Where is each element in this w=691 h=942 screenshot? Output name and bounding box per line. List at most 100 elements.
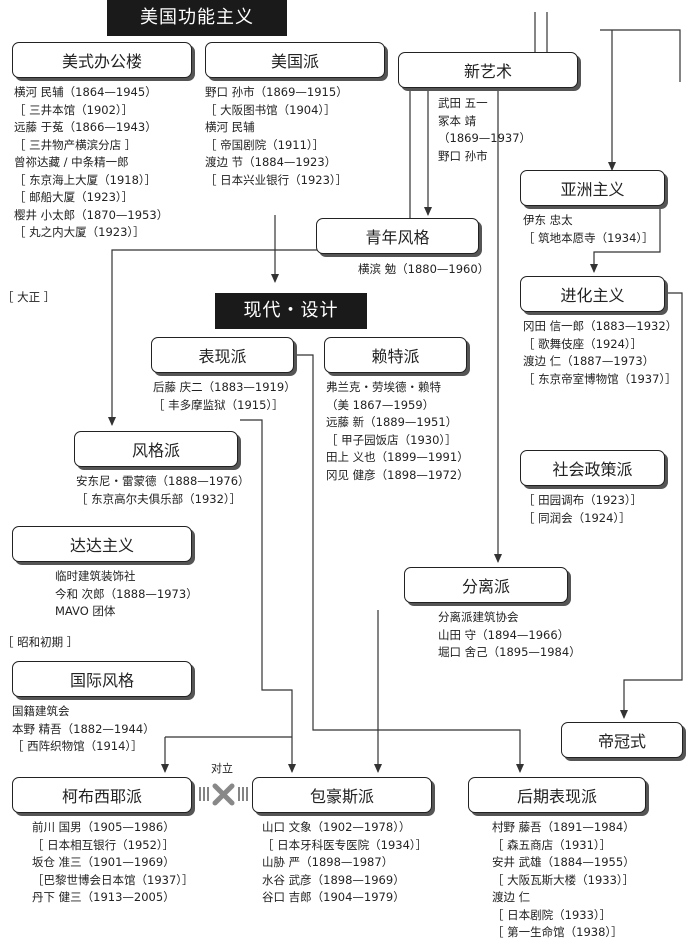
info-style-school: 安东尼・雷蒙德（1888—1976） ［ 东京高尔夫俱乐部（1932）］ [76,473,250,508]
info-line: ［巴黎世博会日本馆（1937）］ [32,872,194,887]
info-line: 堀口 舍己（1895—1984） [438,645,581,659]
info-line: ［ 日本兴业银行（1923）］ [205,172,348,187]
info-corbusier: 前川 国男（1905—1986）［ 日本相互银行（1952）］坂仓 准三（190… [32,819,194,907]
info-line: 冢本 靖 [438,113,477,128]
info-line: （美 1867—1959） [326,397,435,412]
info-line: ［ 三井物产横滨分店 ］ [14,137,137,152]
info-line: ［ 西阵织物馆（1914）］ [12,739,143,753]
info-line: （1869—1937） [438,131,532,145]
info-line: 横滨 勉（1880—1960） [358,262,490,276]
info-line: ［ 帝国剧院（1911）］ [205,137,325,152]
info-line: 前川 国男（1905—1986） [32,820,175,834]
info-line: MAVO 团体 [55,604,116,618]
info-line: ［ 大阪瓦斯大楼（1933）］ [492,872,635,887]
info-line: ［ 第一生命馆（1938）］ [492,925,623,939]
info-american-office: 横河 民辅（1864—1945） ［ 三井本馆（1902）］ 远藤 于菟（1866—… [14,84,168,242]
info-line: 谷口 吉郎（1904—1979） [262,890,405,904]
info-bauhaus: 山口 文象（1902—1978）） ［ 日本牙科医专医院（1934）］ 山胁 严（1… [262,819,427,907]
info-line: ［ 筑地本愿寺（1934）］ [523,230,654,245]
arrow-to-late-expressionism [295,354,524,773]
info-line: 樱井 小太郎（1870—1953） [14,207,169,222]
info-line: ［ 歌舞伎座（1924）］ [523,336,643,351]
info-line: ［ 森五商店（1931）］ [492,837,612,852]
box-art-nouveau: 新艺术 [398,52,578,88]
box-style-school: 风格派 [74,431,238,467]
info-line: ［ 东京海上大厦（1918）］ [14,172,157,187]
info-line: ［ 东京帝室博物馆（1937）］ [523,371,677,386]
era-label-showa-early: ［ 昭和初期 ］ [2,635,79,649]
arrow-to-style-school [108,90,411,426]
info-line: 田上 义也（1899—1991） [326,450,469,464]
info-art-nouveau: 武田 五一冢本 靖 （1869—1937） 野口 孙市 [438,95,531,165]
box-bauhaus: 包豪斯派 [252,777,432,813]
box-youth-style: 青年风格 [316,218,479,254]
info-line: 安井 武雄（1884—1955） [492,855,635,869]
info-line: 远藤 新（1889—1951） [326,415,458,429]
info-line: 远藤 于菟（1866—1943） [14,120,157,134]
info-line: ［ 甲子园饭店（1930）］ [326,432,457,447]
info-line: 安东尼・雷蒙德（1888—1976） [76,474,250,488]
info-line: ［ 田园调布（1923）］ [523,493,643,507]
info-line: 后藤 庆二（1883—1919） [153,380,296,394]
box-american-school: 美国派 [205,42,385,78]
box-dadaism: 达达主义 [12,526,192,562]
info-line: ［ 三井本馆（1902）］ [14,102,134,117]
opposition-cross-icon [212,783,235,806]
info-line: 冈田 信一郎（1883—1932） [523,319,678,333]
info-dadaism: 临时建筑装饰社今和 次郎（1888—1973） MAVO 团体 [55,568,198,621]
info-line: 国籍建筑会 [12,704,70,718]
arrow-to-bauhaus-from-style [240,419,296,773]
box-asianism: 亚洲主义 [520,170,665,206]
box-corbusier: 柯布西耶派 [12,777,192,813]
info-evolutionism: 冈田 信一郎（1883—1932） ［ 歌舞伎座（1924）］ 渡边 仁（1887—… [523,318,677,388]
info-asianism: 伊东 忠太 ［ 筑地本愿寺（1934）］ [523,212,654,247]
info-line: 临时建筑装饰社 [55,569,136,583]
info-line: 武田 五一 [438,96,488,110]
info-line: ［ 东京高尔夫俱乐部（1932）］ [76,491,242,506]
box-social-policy: 社会政策派 [520,450,665,486]
box-wright-school: 赖特派 [324,337,467,373]
info-line: 渡边 仁（1887—1973） [523,354,655,368]
info-line: 本野 精吾（1882—1944） [12,721,155,736]
box-american-office: 美式办公楼 [12,42,192,78]
info-expressionism: 后藤 庆二（1883—1919） ［ 丰多摩监狱（1915）］ [153,379,296,414]
info-line: 村野 藤吾（1891—1984） [492,820,635,834]
header-modern-design: 现代・设计 [215,293,367,329]
info-line: 山胁 严（1898—1987） [262,855,394,869]
box-late-expressionism: 后期表现派 [468,777,646,813]
era-label-taisho: ［ 大正 ］ [2,290,56,304]
info-line: 弗兰克・劳埃德・赖特 [326,380,441,394]
info-line: 山口 文象（1902—1978）） [262,820,411,834]
info-line: 伊东 忠太 [523,213,573,227]
info-line: 野口 孙市（1869—1915） [205,85,348,99]
info-line: 分离派建筑协会 [438,610,519,624]
box-international-style: 国际风格 [12,661,192,697]
arrow-to-evolutionism [590,208,661,273]
opposition-label: 对立 [211,762,233,775]
arrow-to-imperial-crown [620,292,683,719]
info-line: 横河 民辅（1864—1945） [14,85,157,99]
info-line: ［ 同润会（1924）］ [523,510,631,525]
info-line: ［ 邮船大厦（1923）］ [14,190,134,204]
info-line: ［ 大阪图书馆（1904）］ [205,102,336,117]
info-line: ［ 日本剧院（1933）］ [492,907,612,922]
info-line: 渡边 仁 [492,890,531,904]
info-line: ［ 丸之内大厦（1923）］ [14,225,145,239]
info-line: ［ 日本牙科医专医院（1934）］ [262,837,428,852]
info-secession: 分离派建筑协会山田 守（1894—1966）堀口 舍己（1895—1984） [438,609,581,662]
info-line: 今和 次郎（1888—1973） [55,586,198,601]
info-social-policy: ［ 田园调布（1923）］ ［ 同润会（1924）］ [523,492,642,527]
info-line: 水谷 武彦（1898—1969） [262,872,405,887]
info-line: ［ 丰多摩监狱（1915）］ [153,397,284,412]
box-secession: 分离派 [404,567,568,603]
info-line: 野口 孙市 [438,148,488,163]
header-american-functionalism: 美国功能主义 [107,0,287,36]
info-line: 曾祢达藏 / 中条精一郎 [14,155,129,169]
line-right-bracket [600,29,681,82]
info-wright-school: 弗兰克・劳埃德・赖特 （美 1867—1959） 远藤 新（1889—1951） ［ … [326,379,469,484]
box-expressionism: 表现派 [151,337,294,373]
info-line: 渡边 节（1884—1923） [205,155,337,169]
info-international-style: 国籍建筑会本野 精吾（1882—1944） ［ 西阵织物馆（1914）］ [12,703,155,756]
info-line: 横河 民辅 [205,120,255,134]
